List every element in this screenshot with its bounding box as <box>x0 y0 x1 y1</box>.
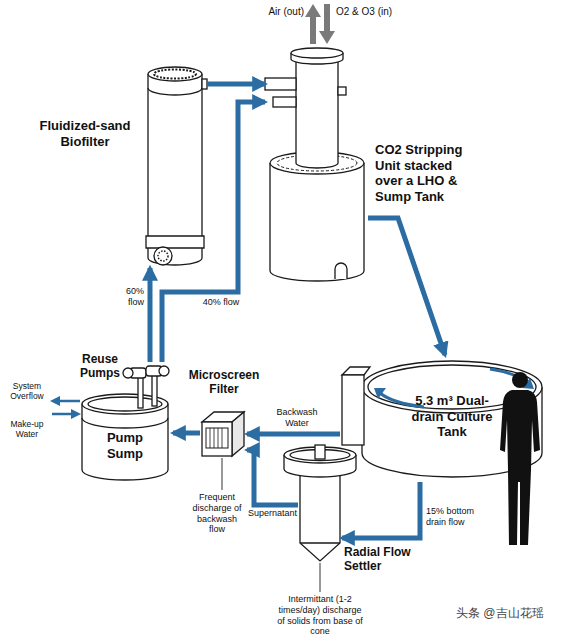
note-label: System Overflow <box>4 381 50 401</box>
microscreen-filter: Microscreen Filter <box>200 408 247 458</box>
node-label: Radial Flow Settler <box>344 545 416 574</box>
overflow-arrow-head <box>50 396 60 406</box>
flow-pipe <box>148 268 153 362</box>
note-label: O2 & O3 (in) <box>336 6 416 18</box>
note-label: Air (out) <box>238 6 304 18</box>
flow-pipe <box>207 82 265 87</box>
flow-label: Backwash Water <box>272 407 322 429</box>
note-label: Intermittant (1-2 times/day) discharge o… <box>276 594 364 637</box>
radial-flow-settler: Radial Flow Settler <box>298 445 342 565</box>
co2-stripper-outline <box>265 45 368 287</box>
microscreen-filter-outline <box>200 408 247 458</box>
note-label: Reuse Pumps <box>74 352 126 381</box>
note-label: Make-up Water <box>4 419 50 439</box>
node-label: 5.3 m³ Dual-drain Culture Tank <box>402 393 502 440</box>
co2-stripper: CO2 Stripping Unit stacked over a LHO & … <box>265 45 368 287</box>
biofilter-outline <box>143 62 207 268</box>
person-head <box>512 372 528 388</box>
node-label: Microscreen Filter <box>184 368 264 397</box>
makeup-arrow-head <box>71 409 81 419</box>
flow-pipe <box>342 482 420 538</box>
leader-line <box>222 458 223 490</box>
flow-pipe <box>247 432 340 437</box>
leader-line <box>320 563 321 592</box>
flow-label: 40% flow <box>196 297 246 308</box>
flow-label: 15% bottom drain flow <box>426 506 482 528</box>
air-out-head <box>305 4 321 17</box>
note-label: 头条 @吉山花瑶 <box>456 606 570 620</box>
node-label: Fluidized-sand Biofilter <box>33 118 137 149</box>
flow-label: 60% flow <box>108 286 144 308</box>
overflow-arrow <box>58 400 80 403</box>
makeup-arrow <box>52 413 72 416</box>
flow-pipe <box>173 431 200 436</box>
note-label: Frequent discharge of backwash flow <box>188 492 246 535</box>
air-out-shaft <box>310 14 316 44</box>
node-label: Pump Sump <box>95 430 155 461</box>
node-label: CO2 Stripping Unit stacked over a LHO & … <box>375 142 470 204</box>
radial-flow-settler-outline <box>298 445 342 565</box>
biofilter: Fluidized-sand Biofilter <box>143 62 207 268</box>
gas-in-shaft <box>324 4 330 34</box>
flow-pipe <box>368 218 445 355</box>
flow-label: Supernatant <box>248 508 302 519</box>
gas-in-head <box>319 31 335 44</box>
